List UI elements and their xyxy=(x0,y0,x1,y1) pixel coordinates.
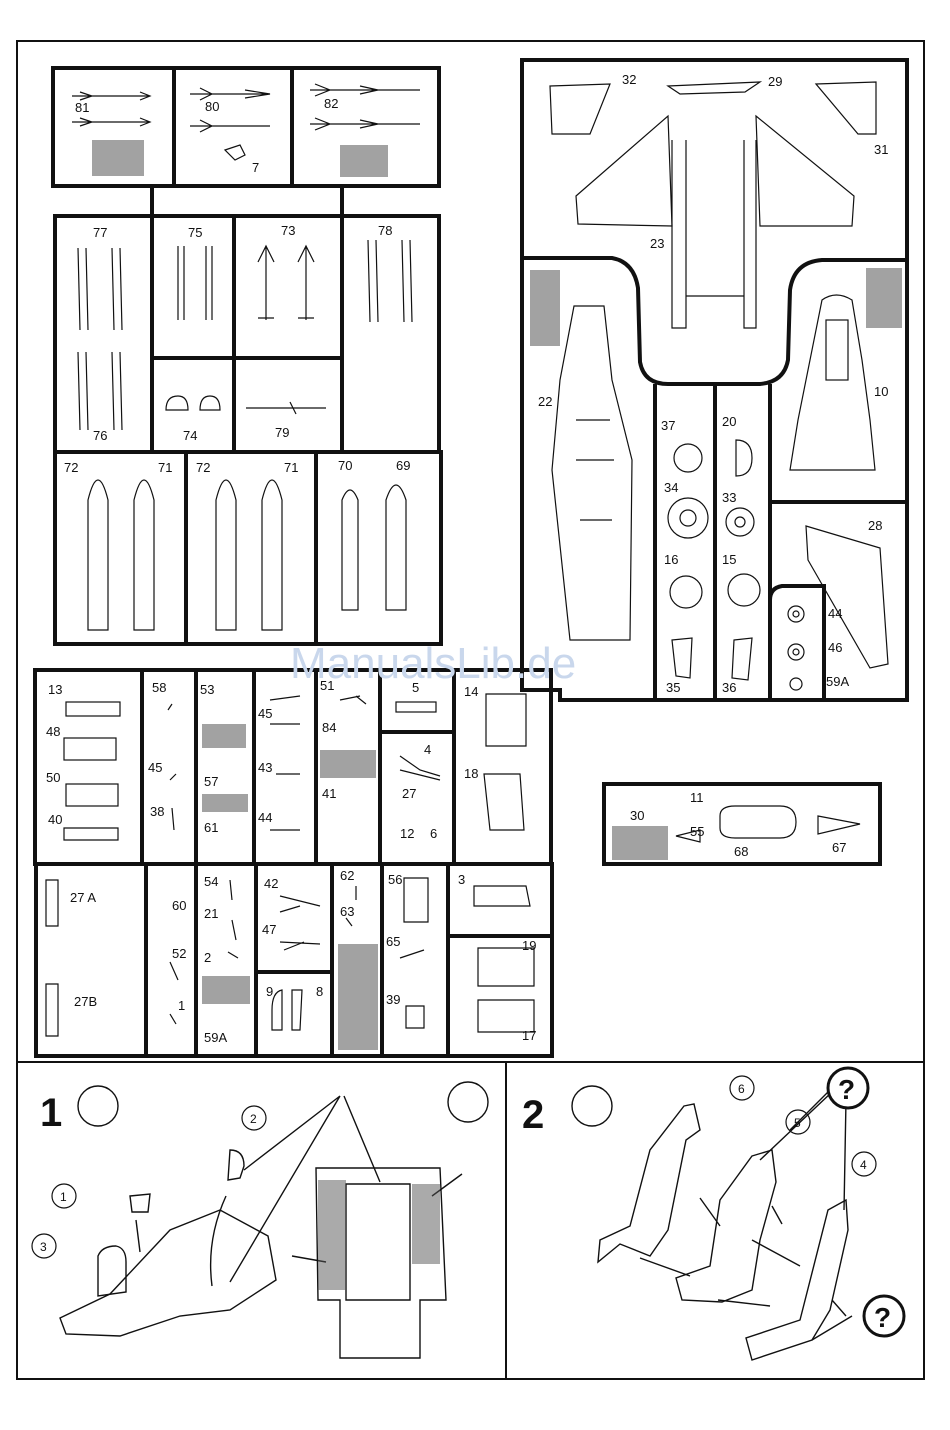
part-label: 32 xyxy=(622,72,636,87)
part-label: 18 xyxy=(464,766,478,781)
part-label: 63 xyxy=(340,904,354,919)
part-label: 43 xyxy=(258,760,272,775)
callout-number: 2 xyxy=(250,1112,257,1126)
part-label: 3 xyxy=(458,872,465,887)
part-label: 62 xyxy=(340,868,354,883)
part-label: 44 xyxy=(258,810,272,825)
part-label: 61 xyxy=(204,820,218,835)
part-label: 27B xyxy=(74,994,97,1009)
part-label: 72 xyxy=(196,460,210,475)
sprue-top-left: 81 80 7 82 77 76 75 73 78 74 79 72 71 72… xyxy=(53,68,441,644)
sprue-middle-left: 13 48 50 40 58 45 38 53 57 61 45 43 44 5… xyxy=(35,670,552,1056)
part-label: 82 xyxy=(324,96,338,111)
part-label: 70 xyxy=(338,458,352,473)
part-label: 80 xyxy=(205,99,219,114)
part-label: 76 xyxy=(93,428,107,443)
part-label: 71 xyxy=(284,460,298,475)
part-label: 39 xyxy=(386,992,400,1007)
part-label: 29 xyxy=(768,74,782,89)
part-label: 16 xyxy=(664,552,678,567)
part-label: 27 xyxy=(402,786,416,801)
part-label: 77 xyxy=(93,225,107,240)
part-label: 34 xyxy=(664,480,678,495)
part-label: 53 xyxy=(200,682,214,697)
part-label: 12 xyxy=(400,826,414,841)
sprue-top-right: 32 29 31 23 22 10 37 34 16 35 20 33 15 3… xyxy=(522,60,907,700)
part-label: 7 xyxy=(252,160,259,175)
part-label: 54 xyxy=(204,874,218,889)
part-label: 58 xyxy=(152,680,166,695)
part-label: 35 xyxy=(666,680,680,695)
part-label: 11 xyxy=(690,790,704,805)
part-label: 68 xyxy=(734,844,748,859)
part-label: 10 xyxy=(874,384,888,399)
part-label: 9 xyxy=(266,984,273,999)
part-label: 74 xyxy=(183,428,197,443)
part-label: 41 xyxy=(322,786,336,801)
part-label: 65 xyxy=(386,934,400,949)
part-label: 19 xyxy=(522,938,536,953)
part-label: 15 xyxy=(722,552,736,567)
part-label: 4 xyxy=(424,742,431,757)
part-label: 59A xyxy=(204,1030,227,1045)
part-label: 78 xyxy=(378,223,392,238)
part-label: 13 xyxy=(48,682,62,697)
part-label: 50 xyxy=(46,770,60,785)
part-label: 6 xyxy=(430,826,437,841)
watermark: ManualsLib.de xyxy=(290,639,576,688)
part-label: 46 xyxy=(828,640,842,655)
part-label: 57 xyxy=(204,774,218,789)
part-label: 31 xyxy=(874,142,888,157)
part-label: 20 xyxy=(722,414,736,429)
part-label: 55 xyxy=(690,824,704,839)
part-label: 2 xyxy=(204,950,211,965)
callout-number: 5 xyxy=(794,1116,801,1130)
step-panels: 1 2 1 3 2 6 5 4 ? ? xyxy=(17,1062,924,1379)
part-label: 27 A xyxy=(70,890,96,905)
part-label: 1 xyxy=(178,998,185,1013)
part-label: 73 xyxy=(281,223,295,238)
part-label: 59A xyxy=(826,674,849,689)
part-label: 60 xyxy=(172,898,186,913)
glue-warning-mark: ? xyxy=(874,1302,891,1333)
part-label: 45 xyxy=(148,760,162,775)
callout-number: 1 xyxy=(60,1190,67,1204)
sprue-right-small: 30 11 55 68 67 xyxy=(604,784,880,864)
step-number: 1 xyxy=(40,1091,62,1135)
part-label: 72 xyxy=(64,460,78,475)
part-label: 40 xyxy=(48,812,62,827)
part-label: 33 xyxy=(722,490,736,505)
part-label: 56 xyxy=(388,872,402,887)
part-label: 52 xyxy=(172,946,186,961)
part-label: 37 xyxy=(661,418,675,433)
part-label: 67 xyxy=(832,840,846,855)
part-label: 84 xyxy=(322,720,336,735)
part-label: 42 xyxy=(264,876,278,891)
part-label: 28 xyxy=(868,518,882,533)
step-number: 2 xyxy=(522,1093,544,1137)
part-label: 17 xyxy=(522,1028,536,1043)
part-label: 22 xyxy=(538,394,552,409)
part-label: 21 xyxy=(204,906,218,921)
part-label: 47 xyxy=(262,922,276,937)
part-label: 79 xyxy=(275,425,289,440)
part-label: 71 xyxy=(158,460,172,475)
callout-number: 4 xyxy=(860,1158,867,1172)
part-label: 45 xyxy=(258,706,272,721)
part-label: 44 xyxy=(828,606,842,621)
callout-number: 6 xyxy=(738,1082,745,1096)
part-label: 36 xyxy=(722,680,736,695)
part-label: 38 xyxy=(150,804,164,819)
part-label: 75 xyxy=(188,225,202,240)
glue-warning-mark: ? xyxy=(838,1074,855,1105)
part-label: 30 xyxy=(630,808,644,823)
part-label: 23 xyxy=(650,236,664,251)
part-label: 69 xyxy=(396,458,410,473)
part-label: 48 xyxy=(46,724,60,739)
callout-number: 3 xyxy=(40,1240,47,1254)
part-label: 8 xyxy=(316,984,323,999)
part-label: 81 xyxy=(75,100,89,115)
